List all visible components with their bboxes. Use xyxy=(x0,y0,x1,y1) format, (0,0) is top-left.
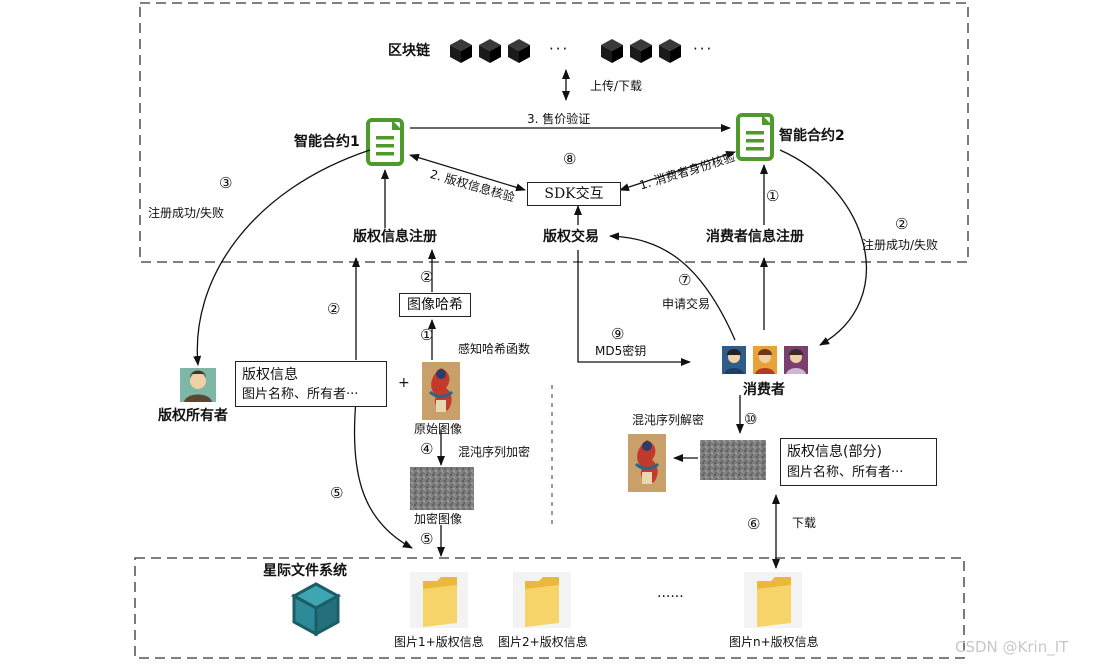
image-hash-box: 图像哈希 xyxy=(399,293,471,317)
contract1-label: 智能合约1 xyxy=(294,134,360,150)
folder-icon xyxy=(744,572,802,628)
encrypted-image xyxy=(410,467,474,510)
contract2-doc-icon xyxy=(736,113,774,161)
sdk-box: SDK交互 xyxy=(527,182,621,206)
md5-label: MD5密钥 xyxy=(595,344,647,358)
reg-result-right-text: 注册成功/失败 xyxy=(862,238,939,252)
price-verify-label: 3. 售价验证 xyxy=(527,112,591,126)
hash-func-label: 感知哈希函数 xyxy=(458,342,531,356)
folder-icon xyxy=(410,572,468,628)
partial-info-detail: 图片名称、所有者··· xyxy=(787,465,904,480)
copyright-register-label: 版权信息注册 xyxy=(353,229,437,245)
block-icon xyxy=(630,39,652,63)
partial-info-box: 版权信息(部分) 图片名称、所有者··· xyxy=(780,438,937,486)
ipfs-ellipsis: ······ xyxy=(657,589,684,605)
decrypted-image xyxy=(626,432,668,494)
contract2-to-consumer-curve xyxy=(779,149,868,346)
ipfs-file-2: 图片2+版权信息 xyxy=(498,635,588,649)
plus-sign: + xyxy=(398,375,410,391)
decrypt-num: ⑩ xyxy=(744,410,758,428)
md5-key-arrow xyxy=(577,250,691,366)
block-icon xyxy=(659,39,681,63)
copyright-trade-label: 版权交易 xyxy=(543,229,599,245)
apply-trade-num: ⑦ xyxy=(678,271,692,289)
step-8-num: ⑧ xyxy=(563,150,577,168)
ipfs-file-n: 图片n+版权信息 xyxy=(729,635,819,649)
md5-num: ⑨ xyxy=(611,325,625,343)
contract1-to-owner-curve xyxy=(193,149,371,366)
partial-info-title: 版权信息(部分) xyxy=(787,444,882,460)
owner-down-num: ⑤ xyxy=(330,484,344,502)
download-label: 下载 xyxy=(792,516,817,530)
blockchain-label: 区块链 xyxy=(388,43,430,59)
ipfs-region-frame xyxy=(134,557,965,659)
hash-down-num: ① xyxy=(420,326,434,344)
encrypted-image-consumer xyxy=(700,440,766,480)
hash-up-num: ② xyxy=(420,268,434,286)
encrypt-label: 混沌序列加密 xyxy=(458,445,531,459)
block-icon xyxy=(601,39,623,63)
consumer-register-label: 消费者信息注册 xyxy=(706,229,804,245)
ipfs-file-1: 图片1+版权信息 xyxy=(394,635,484,649)
block-icon xyxy=(479,39,501,63)
contract2-label: 智能合约2 xyxy=(779,128,845,144)
encrypt-num: ④ xyxy=(420,440,434,458)
consumer-register-num: ① xyxy=(766,187,780,205)
apply-trade-curve xyxy=(609,232,736,341)
info-to-ipfs-curve xyxy=(353,399,413,549)
blockchain-ellipsis-2: ··· xyxy=(693,40,714,58)
copyright-info-detail: 图片名称、所有者··· xyxy=(242,387,359,402)
ipfs-label: 星际文件系统 xyxy=(263,563,347,579)
copyright-verify-arrow xyxy=(409,153,526,192)
original-image xyxy=(420,360,462,422)
reg-result-right-num: ② xyxy=(895,215,909,233)
folder-icon xyxy=(513,572,571,628)
owner-label: 版权所有者 xyxy=(158,408,228,424)
reg-result-left-text: 注册成功/失败 xyxy=(148,206,225,220)
consumer-label: 消费者 xyxy=(743,382,785,398)
copyright-info-box: 版权信息 图片名称、所有者··· xyxy=(235,361,387,407)
watermark: CSDN @Krin_IT xyxy=(955,638,1069,656)
ipfs-cube-icon xyxy=(290,582,342,637)
blockchain-ellipsis-1: ··· xyxy=(549,40,570,58)
download-num: ⑥ xyxy=(747,515,761,533)
encrypted-image-label: 加密图像 xyxy=(414,512,463,526)
owner-avatar-icon xyxy=(180,368,216,402)
block-icon xyxy=(450,39,472,63)
original-image-label: 原始图像 xyxy=(414,422,463,436)
consumer-verify-arrow xyxy=(619,151,736,191)
block-icon xyxy=(508,39,530,63)
upload-download-label: 上传/下载 xyxy=(590,79,643,93)
owner-up-num: ② xyxy=(327,300,341,318)
reg-result-left-num: ③ xyxy=(219,174,233,192)
consumer-avatars-icon xyxy=(722,346,808,374)
copyright-info-title: 版权信息 xyxy=(242,367,298,383)
apply-trade-label: 申请交易 xyxy=(662,297,711,311)
decrypt-label: 混沌序列解密 xyxy=(632,413,705,427)
encrypted-ipfs-num: ⑤ xyxy=(420,530,434,548)
contract1-doc-icon xyxy=(366,118,404,166)
